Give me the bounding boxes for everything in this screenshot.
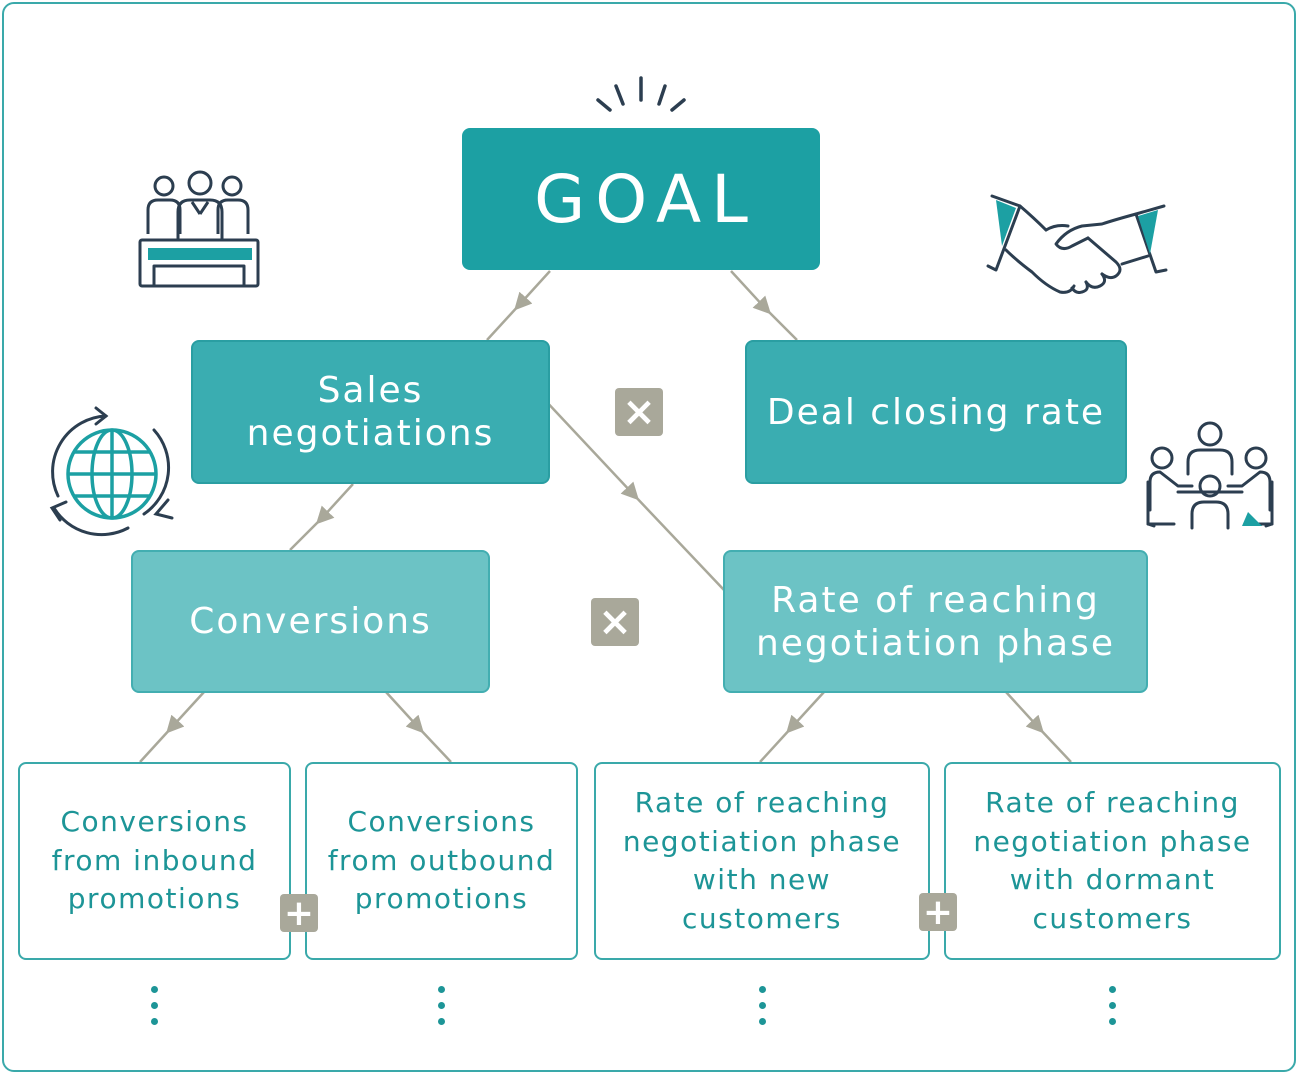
multiply-operator-middle-label: × (598, 599, 632, 645)
burst-icon (596, 76, 686, 112)
leaf-outbound-label: Conversions from outbound promotions (327, 805, 556, 916)
multiply-operator-middle: × (591, 598, 639, 646)
continuation-dots-4 (1109, 986, 1117, 1034)
globe-cycle-icon (49, 406, 174, 537)
connector-conversions-to-inbound (139, 691, 205, 763)
connector-sales-to-reaching (542, 397, 725, 591)
leaf-inbound-box: Conversions from inbound promotions (18, 762, 291, 960)
continuation-dots-3 (759, 986, 767, 1034)
plus-operator-right-label: + (922, 891, 954, 933)
meeting-icon (1146, 421, 1274, 530)
connector-goal-to-closing (730, 270, 798, 341)
leaf-inbound-label: Conversions from inbound promotions (51, 805, 258, 916)
connector-goal-to-sales (486, 270, 551, 341)
team-icon (138, 170, 260, 288)
reaching-negotiation-label: Rate of reaching negotiation phase (755, 579, 1116, 664)
connector-sales-to-conversions (289, 483, 354, 551)
sales-negotiations-label: Sales negotiations (246, 370, 495, 454)
leaf-dormant-customers-box: Rate of reaching negotiation phase with … (944, 762, 1281, 960)
leaf-new-customers-box: Rate of reaching negotiation phase with … (594, 762, 930, 960)
handshake-icon (986, 194, 1168, 294)
plus-operator-left-label: + (283, 892, 315, 934)
goal-box: GOAL (462, 128, 820, 270)
plus-operator-right: + (919, 891, 957, 933)
multiply-operator-top: × (615, 388, 663, 436)
conversions-box: Conversions (131, 550, 490, 693)
sales-negotiations-box: Sales negotiations (191, 340, 550, 484)
leaf-dormant-customers-label: Rate of reaching negotiation phase with … (973, 786, 1252, 935)
multiply-operator-top-label: × (622, 389, 656, 435)
continuation-dots-1 (151, 986, 159, 1034)
connector-reaching-to-new (759, 691, 825, 763)
leaf-new-customers-label: Rate of reaching negotiation phase with … (622, 786, 902, 935)
reaching-negotiation-box: Rate of reaching negotiation phase (723, 550, 1148, 693)
deal-closing-rate-box: Deal closing rate (745, 340, 1127, 484)
leaf-outbound-box: Conversions from outbound promotions (305, 762, 578, 960)
goal-label: GOAL (534, 160, 758, 238)
conversions-label: Conversions (189, 601, 432, 642)
connector-conversions-to-outbound (385, 691, 452, 763)
continuation-dots-2 (438, 986, 446, 1034)
deal-closing-rate-label: Deal closing rate (766, 391, 1106, 433)
connector-reaching-to-dormant (1005, 691, 1072, 763)
plus-operator-left: + (280, 892, 318, 934)
